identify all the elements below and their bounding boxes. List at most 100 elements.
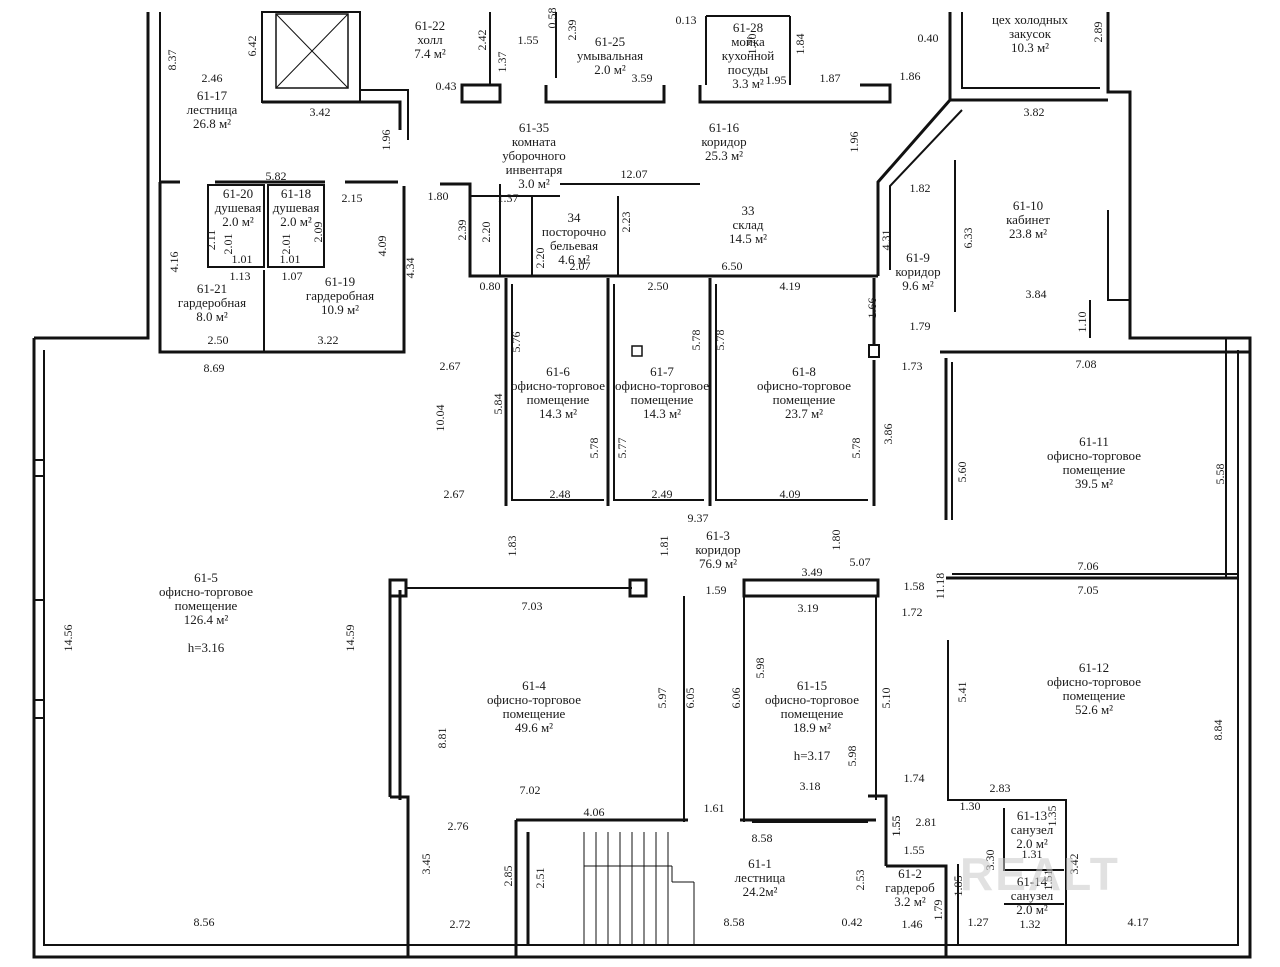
dimension-label: 6.50 (722, 259, 743, 273)
dimension-label: 2.51 (533, 868, 547, 889)
dimension-label: 5.78 (587, 438, 601, 459)
dimension-label: 8.58 (752, 831, 773, 845)
dimension-label: 1.79 (910, 319, 931, 333)
dimension-label: 5.84 (491, 394, 505, 415)
dimension-label: 2.48 (550, 487, 571, 501)
dimension-label: 2.89 (1091, 22, 1105, 43)
dimension-label: 1.37 (498, 191, 519, 205)
dimension-label: 5.78 (713, 330, 727, 351)
dimension-label: 3.82 (1024, 105, 1045, 119)
dimension-label: 1.32 (1020, 917, 1041, 931)
dimension-label: 0.80 (480, 279, 501, 293)
dimension-label: 2.09 (311, 222, 325, 243)
dimension-label: 2.46 (202, 71, 223, 85)
dimension-label: 1.58 (904, 579, 925, 593)
dimension-label: 5.78 (689, 330, 703, 351)
dimension-label: 1.85 (951, 876, 965, 897)
dimension-label: 12.07 (621, 167, 648, 181)
dimension-label: 1.72 (902, 605, 923, 619)
dimension-label: 2.20 (533, 248, 547, 269)
dimension-label: 5.98 (753, 658, 767, 679)
dimension-label: 1.46 (902, 917, 923, 931)
dimension-label: 3.19 (798, 601, 819, 615)
dimension-label: 2.72 (450, 917, 471, 931)
dimension-label: 5.97 (655, 688, 669, 709)
dimension-label: 0.58 (545, 8, 559, 29)
dimension-label: 3.45 (419, 854, 433, 875)
dimension-label: 4.09 (375, 236, 389, 257)
dimension-label: 1.74 (904, 771, 925, 785)
dimension-label: 2.50 (648, 279, 669, 293)
dimension-label: 5.76 (509, 332, 523, 353)
dimension-label: 5.82 (266, 169, 287, 183)
dimension-label: 8.58 (724, 915, 745, 929)
dimension-label: 1.82 (910, 181, 931, 195)
dimension-label: 1.80 (428, 189, 449, 203)
dimension-label: 2.01 (221, 234, 235, 255)
dimension-label: 0.40 (918, 31, 939, 45)
dimension-label: 1.84 (793, 34, 807, 55)
dimension-label: 3.84 (1026, 287, 1047, 301)
dimension-label: 4.34 (403, 258, 417, 279)
dimension-label: 2.67 (444, 487, 465, 501)
dimension-label: 11.18 (933, 573, 947, 600)
dimension-label: 7.03 (522, 599, 543, 613)
dimension-label: 1.10 (1075, 312, 1089, 333)
dimension-label: 14.59 (343, 625, 357, 652)
dimension-label: 4.09 (780, 487, 801, 501)
dimension-label: 4.17 (1128, 915, 1149, 929)
dimension-label: 6.06 (729, 688, 743, 709)
dimension-label: 1.55 (904, 843, 925, 857)
dimension-label: 2.07 (570, 259, 591, 273)
dimension-label: 6.05 (683, 688, 697, 709)
walls (32, 11, 1252, 959)
dimension-label: 1.31 (1022, 847, 1043, 861)
dimension-label: 0.43 (436, 79, 457, 93)
dimension-label: 5.10 (879, 688, 893, 709)
dimension-label: 1.01 (280, 252, 301, 266)
dimension-label: 1.87 (820, 71, 841, 85)
dimension-label: 5.07 (850, 555, 871, 569)
dimension-label: 8.84 (1211, 720, 1225, 741)
dimension-label: 1.35 (1045, 806, 1059, 827)
dimension-label: 5.98 (845, 746, 859, 767)
dimension-label: 6.42 (245, 36, 259, 57)
dimension-label: 7.08 (1076, 357, 1097, 371)
dimension-label: 4.19 (780, 279, 801, 293)
dimension-label: 1.07 (282, 269, 303, 283)
dimension-label: 2.76 (448, 819, 469, 833)
dimension-label: 1.55 (889, 816, 903, 837)
dimension-label: 1.51 (1041, 870, 1055, 891)
dimension-label: 3.42 (310, 105, 331, 119)
dimension-label: 5.58 (1213, 464, 1227, 485)
dimension-label: 7.05 (1078, 583, 1099, 597)
dimension-label: 3.22 (318, 333, 339, 347)
dimension-label: 14.56 (61, 625, 75, 652)
dimension-label: 4.06 (584, 805, 605, 819)
dimension-label: 2.85 (501, 866, 515, 887)
dimension-label: 5.77 (615, 438, 629, 459)
dimension-label: 1.86 (900, 69, 921, 83)
dimension-label: 2.42 (475, 30, 489, 51)
dimension-label: 8.37 (165, 50, 179, 71)
dimension-label: 1.73 (902, 359, 923, 373)
dimension-label: 3.86 (881, 424, 895, 445)
dimension-label: 1.70 (745, 34, 759, 55)
dimension-labels: 8.376.422.463.421.960.432.421.371.550.58… (61, 8, 1227, 932)
dimension-label: 2.11 (204, 230, 218, 251)
